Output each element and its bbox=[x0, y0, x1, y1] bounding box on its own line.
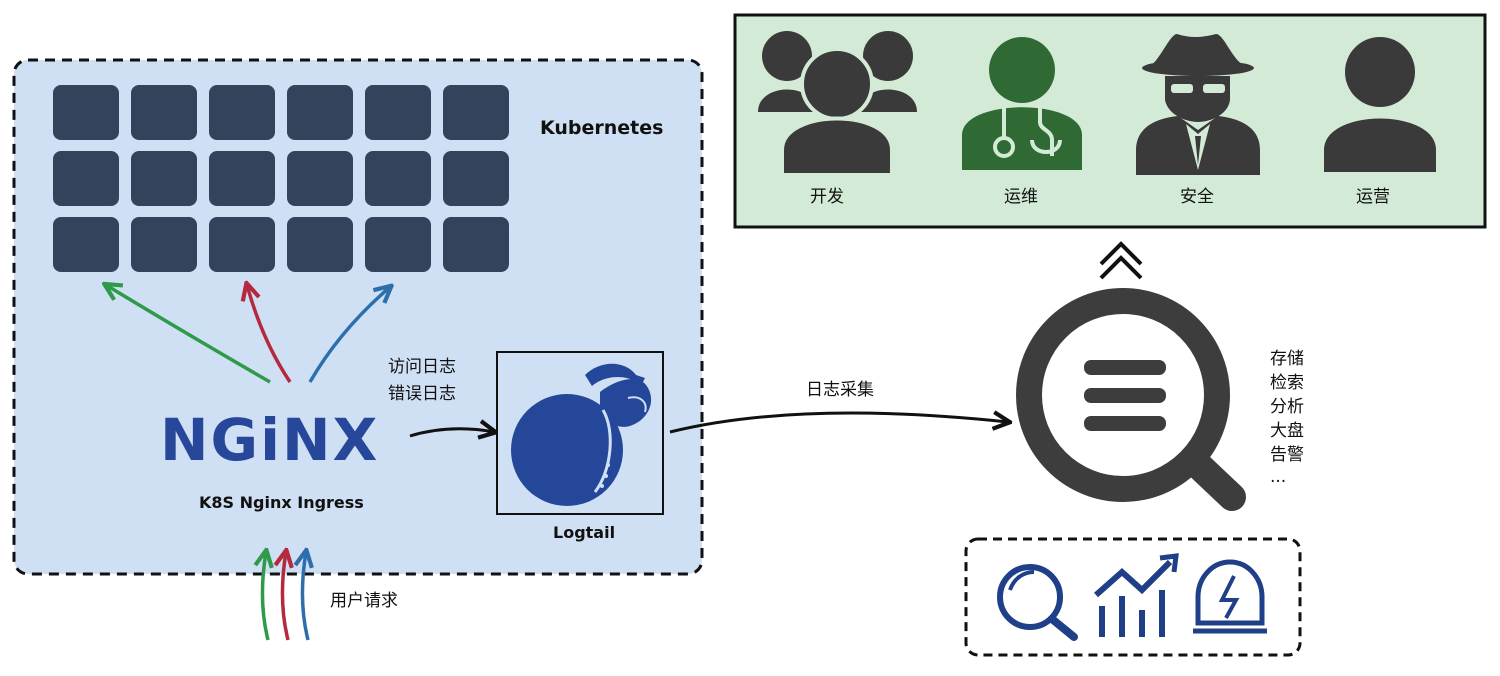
user-request-arrow-blue bbox=[302, 552, 308, 641]
arrow-blue-to-pods bbox=[308, 287, 390, 383]
pod-block bbox=[365, 217, 431, 272]
pod-block bbox=[443, 217, 509, 272]
user-icon bbox=[1324, 37, 1436, 172]
log-collect-label: 日志采集 bbox=[806, 380, 874, 400]
spy-icon bbox=[1136, 34, 1260, 175]
arrow-nginx-to-logtail bbox=[409, 429, 494, 436]
arrow-green-to-pods bbox=[106, 285, 271, 384]
user-request-arrow-green bbox=[262, 552, 268, 641]
logtail-logo-icon bbox=[511, 363, 652, 506]
role-label-dev: 开发 bbox=[810, 187, 844, 207]
role-label-operations: 运营 bbox=[1356, 187, 1390, 207]
error-log-label: 错误日志 bbox=[388, 384, 456, 404]
pod-block bbox=[131, 217, 197, 272]
pod-block bbox=[209, 151, 275, 206]
pod-block bbox=[53, 217, 119, 272]
sls-function-more: ... bbox=[1270, 467, 1286, 487]
pod-block bbox=[287, 85, 353, 140]
nginx-logo: NGiNX bbox=[160, 406, 379, 474]
arrow-red-to-pods bbox=[247, 285, 292, 383]
user-request-label: 用户请求 bbox=[330, 591, 398, 611]
pod-block bbox=[365, 85, 431, 140]
pod-block bbox=[209, 85, 275, 140]
pod-block bbox=[53, 151, 119, 206]
role-label-ops: 运维 bbox=[1004, 187, 1038, 207]
sls-function-search: 检索 bbox=[1270, 373, 1304, 393]
pod-block bbox=[53, 85, 119, 140]
user-request-arrow-red bbox=[282, 552, 288, 641]
logtail-label: Logtail bbox=[553, 523, 615, 542]
access-log-label: 访问日志 bbox=[388, 357, 456, 377]
role-label-security: 安全 bbox=[1180, 187, 1214, 207]
pod-grid bbox=[53, 85, 509, 272]
chart-trend-icon bbox=[1094, 553, 1179, 637]
sls-function-analysis: 分析 bbox=[1270, 397, 1304, 417]
pod-block bbox=[443, 151, 509, 206]
pod-block bbox=[287, 151, 353, 206]
pod-block bbox=[443, 85, 509, 140]
nginx-caption: K8S Nginx Ingress bbox=[199, 493, 364, 512]
pod-block bbox=[131, 85, 197, 140]
sls-tools-box bbox=[964, 537, 1302, 657]
pod-block bbox=[287, 217, 353, 272]
arrow-logtail-to-sls bbox=[669, 413, 1008, 434]
pod-block bbox=[209, 217, 275, 272]
search-icon bbox=[997, 564, 1078, 641]
alarm-icon bbox=[1193, 559, 1267, 634]
pod-block bbox=[365, 151, 431, 206]
sls-function-alert: 告警 bbox=[1270, 445, 1304, 465]
sls-search-icon bbox=[1016, 288, 1246, 511]
team-icon bbox=[758, 31, 917, 177]
double-chevron-up-icon bbox=[1099, 241, 1143, 280]
pod-block bbox=[131, 151, 197, 206]
doctor-icon bbox=[962, 37, 1082, 170]
sls-function-dashboard: 大盘 bbox=[1270, 421, 1304, 441]
kubernetes-label: Kubernetes bbox=[540, 117, 663, 139]
sls-function-storage: 存储 bbox=[1270, 349, 1304, 369]
